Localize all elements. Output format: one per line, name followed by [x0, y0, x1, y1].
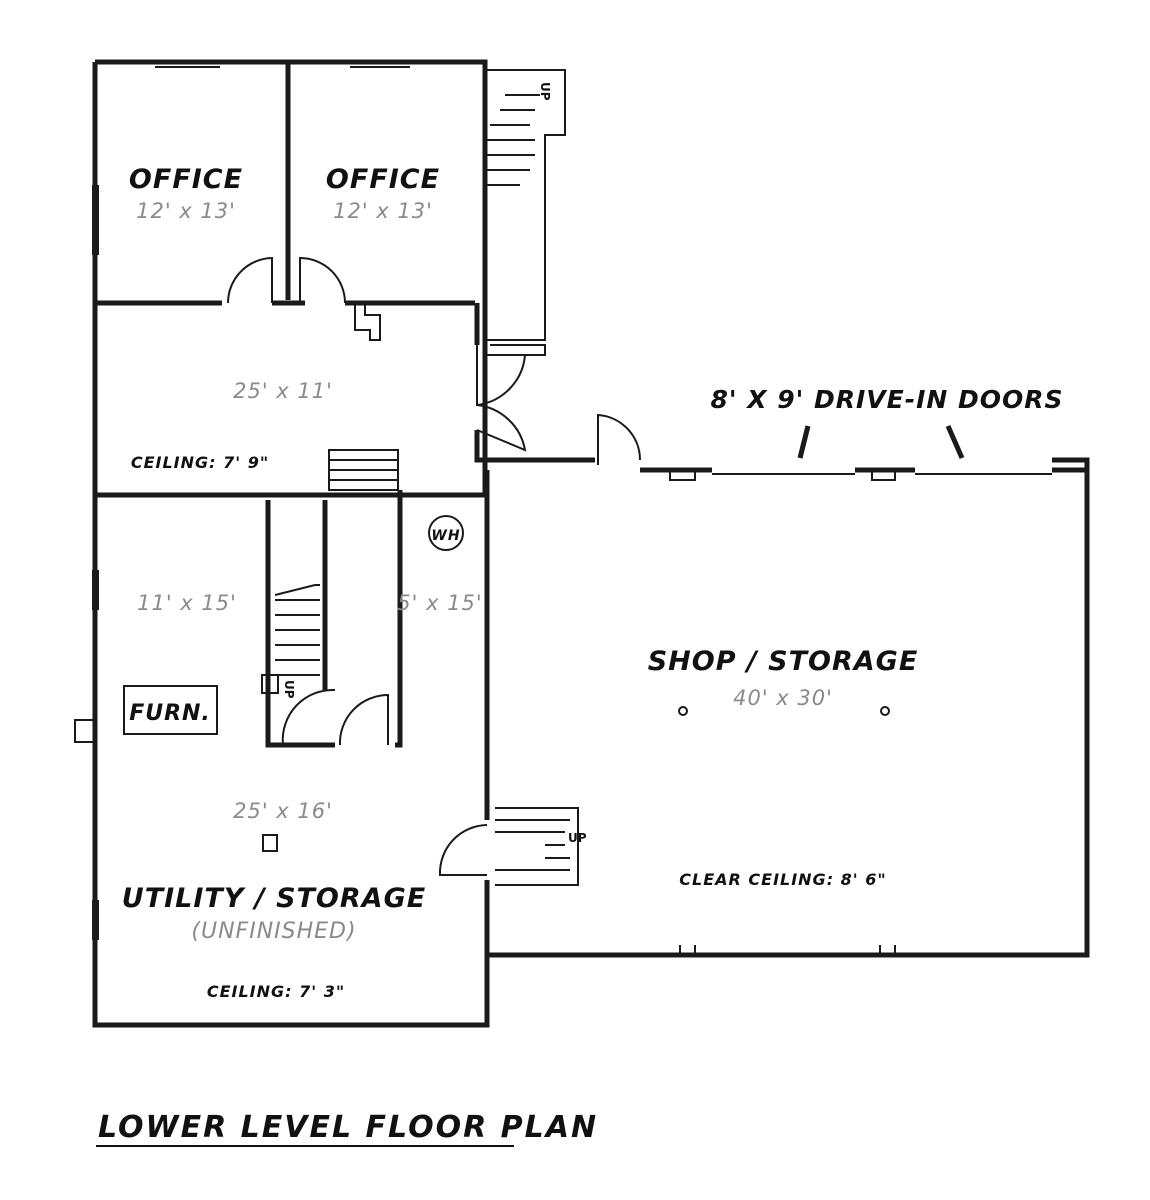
door-office-left: [227, 256, 273, 304]
room-5x15-dims: 5' x 15': [397, 591, 482, 615]
window-left-upper: [92, 185, 99, 255]
stair-post: [261, 674, 279, 694]
shop-dims: 40' x 30': [733, 686, 833, 710]
plan-title: LOWER LEVEL FLOOR PLAN: [98, 1110, 598, 1145]
stair-center: [274, 584, 320, 676]
hall-ceiling: CEILING: 7' 9": [131, 453, 269, 472]
utility-walls: [92, 457, 1090, 1028]
stair-up-label-top: UP: [538, 82, 552, 101]
doors: [227, 256, 642, 876]
room-11x15-dims: 11' x 15': [137, 591, 237, 615]
door-stair-left: [281, 688, 336, 746]
stairs: UP UP UP: [261, 69, 587, 886]
office-right-dims: 12' x 13': [333, 199, 433, 223]
bottom-pilasters: [679, 945, 896, 955]
labels: OFFICE 12' x 13' OFFICE 12' x 13' 25' x …: [96, 164, 1063, 1147]
window-left-mid: [92, 570, 99, 610]
stair-shaft: [328, 449, 399, 491]
door-shop-top: [597, 413, 642, 465]
door-hall-right-1: [476, 345, 526, 407]
water-heater-symbol: [428, 515, 464, 551]
window-office-right: [350, 61, 410, 68]
door-office-right: [299, 256, 346, 304]
left-bump: [74, 719, 96, 743]
drive-in-pointer-right: [945, 424, 965, 460]
shop-ceiling: CLEAR CEILING: 8' 6": [679, 870, 886, 889]
stair-up-label-center: UP: [282, 680, 296, 699]
stair-top-right: [485, 69, 566, 356]
hall-dims: 25' x 11': [233, 379, 333, 403]
office-left-name: OFFICE: [129, 164, 243, 195]
door-hall-right-2: [476, 404, 527, 452]
fixture-closet: [354, 305, 381, 341]
stair-enclosure: [265, 490, 403, 748]
office-right-name: OFFICE: [326, 164, 440, 195]
window-left-lower: [92, 900, 99, 940]
door-utility-shop: [438, 824, 488, 876]
furnace-label: FURN.: [129, 701, 211, 726]
drive-in-doors-label: 8' X 9' DRIVE-IN DOORS: [710, 385, 1063, 414]
hall-right-wall: [474, 303, 595, 463]
stair-up-label-shop: UP: [568, 831, 587, 845]
utility-dims: 25' x 16': [233, 799, 333, 823]
stair-shop: [495, 807, 579, 886]
walls: [92, 59, 1090, 1028]
fixtures: [123, 305, 965, 852]
water-heater-label: WH: [431, 528, 460, 544]
utility-sub: (UNFINISHED): [191, 919, 356, 944]
drive-in-pointer-left: [797, 425, 811, 459]
utility-ceiling: CEILING: 7' 3": [207, 982, 345, 1001]
furnace-box: [123, 685, 218, 735]
windows: [74, 61, 1052, 955]
window-office-left: [155, 61, 220, 68]
column-left: [678, 706, 688, 716]
floor-drain: [262, 834, 278, 852]
office-left-dims: 12' x 13': [136, 199, 236, 223]
shop-name: SHOP / STORAGE: [648, 646, 919, 677]
top-pilasters: [669, 470, 896, 481]
door-stair-right: [338, 693, 389, 746]
column-right: [880, 706, 890, 716]
utility-name: UTILITY / STORAGE: [122, 883, 426, 914]
